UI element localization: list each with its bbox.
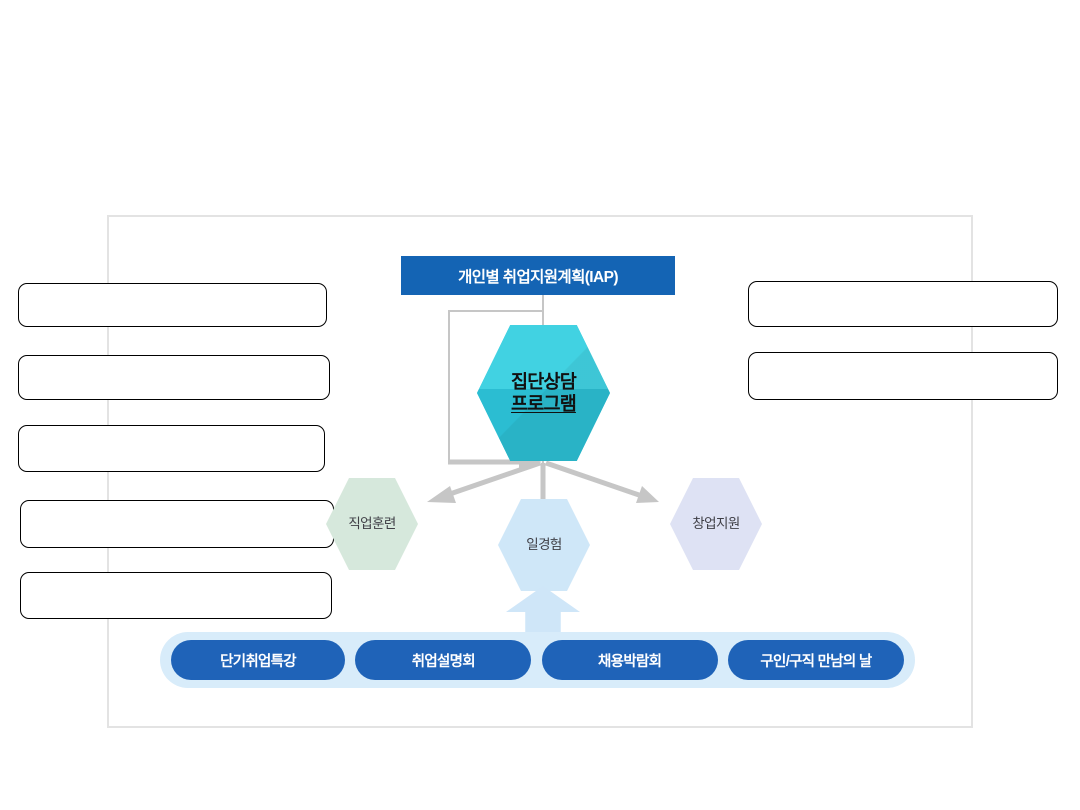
branch-node-label-1: 직업훈련 <box>348 516 396 532</box>
center-node-label: 집단상담 프로그램 <box>511 371 577 415</box>
program-pill-job-fair[interactable]: 채용박람회 <box>541 640 718 680</box>
left-note-box-1[interactable] <box>18 283 327 327</box>
program-pill-label-1: 단기취업특강 <box>220 653 297 670</box>
left-note-box-3[interactable] <box>18 425 325 472</box>
connector-bracket-side <box>448 310 450 462</box>
center-node-label-line2: 프로그램 <box>511 393 577 414</box>
connector-center-to-fan <box>542 455 544 469</box>
program-pill-label-2: 취업설명회 <box>411 653 476 670</box>
program-pill-bar: 단기취업특강 취업설명회 채용박람회 구인/구직 만남의 날 <box>160 632 915 688</box>
connector-bracket-top <box>448 310 544 312</box>
program-pill-label-4: 구인/구직 만남의 날 <box>760 653 872 670</box>
connector-iap-to-center <box>542 294 544 332</box>
right-note-box-2[interactable] <box>748 352 1058 400</box>
center-node-label-line1: 집단상담 <box>511 371 577 393</box>
program-pill-matching-day[interactable]: 구인/구직 만남의 날 <box>727 640 904 680</box>
program-pill-short-lecture[interactable]: 단기취업특강 <box>171 640 345 680</box>
left-note-box-4[interactable] <box>20 500 334 548</box>
branch-node-vocational-training[interactable]: 직업훈련 <box>326 478 418 570</box>
iap-title-box[interactable]: 개인별 취업지원계획(IAP) <box>401 256 675 295</box>
left-note-box-5[interactable] <box>20 572 332 619</box>
program-pill-label-3: 채용박람회 <box>598 653 662 670</box>
right-note-box-1[interactable] <box>748 281 1058 327</box>
branch-node-label-3: 창업지원 <box>692 516 740 532</box>
left-note-box-2[interactable] <box>18 355 330 400</box>
branch-node-label-2: 일경험 <box>526 537 562 553</box>
program-pill-job-briefing[interactable]: 취업설명회 <box>355 640 532 680</box>
iap-title-label: 개인별 취업지원계획(IAP) <box>458 268 618 286</box>
